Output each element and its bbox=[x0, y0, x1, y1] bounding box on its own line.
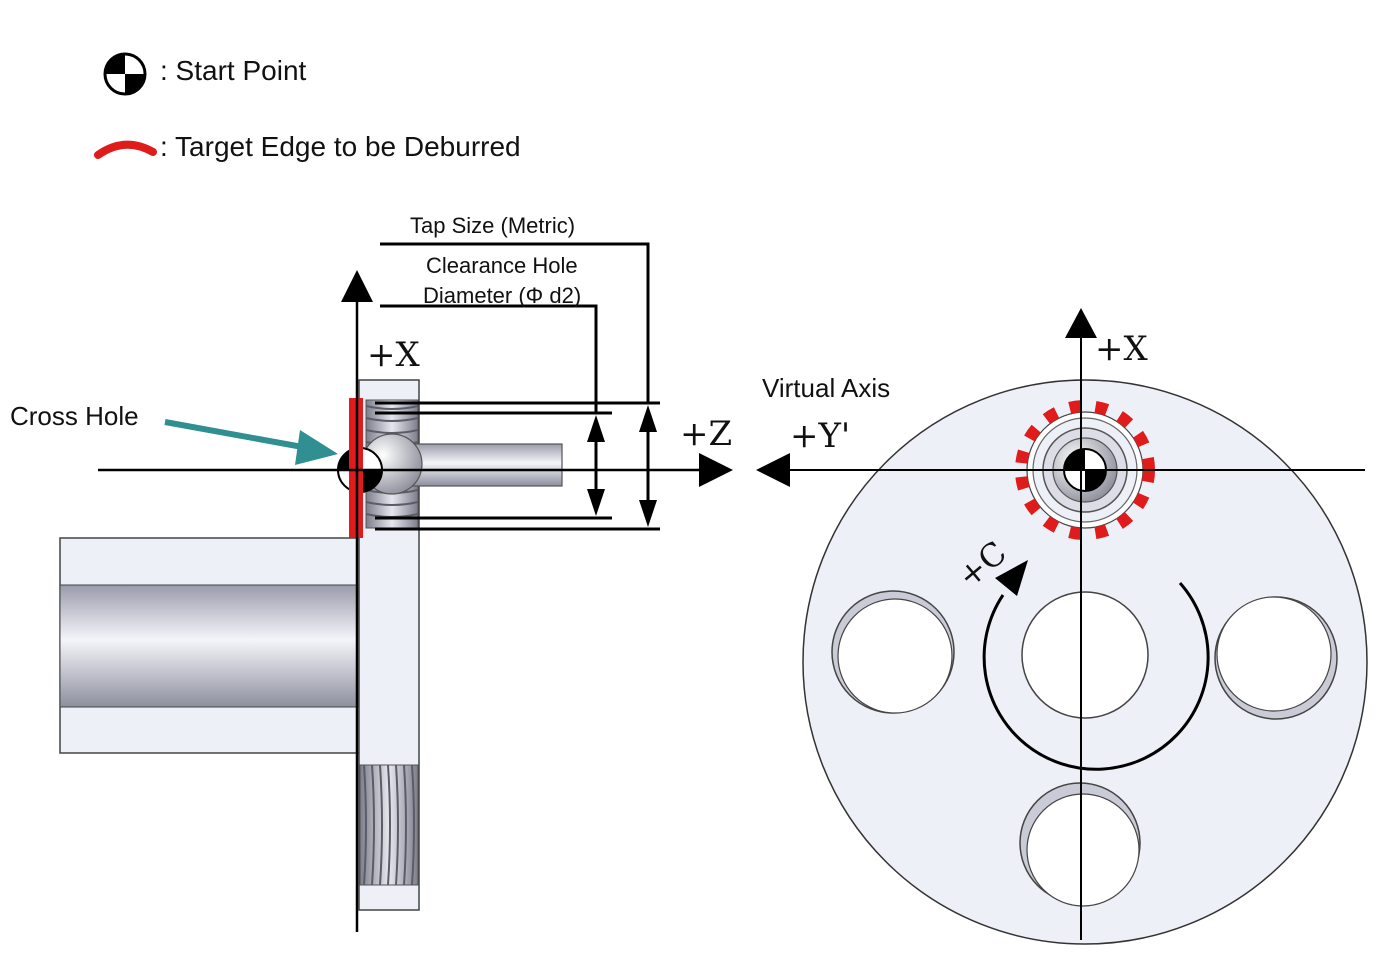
side-x-axis-arrowhead bbox=[341, 270, 373, 302]
left-hole bbox=[831, 590, 955, 714]
right-hole bbox=[1214, 596, 1338, 720]
shaft-cylinder bbox=[59, 584, 361, 708]
clearance-arrow-bottom bbox=[587, 489, 605, 516]
c-rotation-arrowhead bbox=[995, 560, 1028, 596]
legend-start-point-label: : Start Point bbox=[160, 55, 307, 86]
start-point-icon bbox=[103, 52, 147, 96]
front-x-axis-label: +X bbox=[1095, 329, 1148, 369]
legend-target-edge-label: : Target Edge to be Deburred bbox=[160, 131, 521, 162]
virtual-axis-label: Virtual Axis bbox=[762, 373, 890, 403]
clearance-label-line1: Clearance Hole bbox=[426, 253, 578, 278]
cross-hole-arrow-line bbox=[164, 419, 309, 451]
target-edge-icon bbox=[94, 140, 157, 159]
c-rotation-arc bbox=[982, 582, 1210, 771]
tap-size-arrow-bottom bbox=[639, 500, 657, 527]
virtual-y-axis-label: +Y' bbox=[790, 416, 850, 456]
tap-size-label: Tap Size (Metric) bbox=[410, 213, 575, 238]
side-z-axis-label: +Z bbox=[680, 414, 732, 454]
cross-hole-arrowhead bbox=[295, 430, 338, 465]
clearance-label-line2: Diameter (Φ d2) bbox=[423, 283, 581, 308]
cross-hole-label: Cross Hole bbox=[10, 401, 139, 431]
clearance-arrow-top bbox=[587, 415, 605, 442]
side-view: +X +Z Cross Hole Tap Size (Metric) Clear… bbox=[10, 213, 733, 932]
side-x-axis-label: +X bbox=[367, 335, 420, 375]
side-z-axis-arrowhead bbox=[699, 453, 733, 487]
tool-shank bbox=[399, 443, 563, 487]
center-hole bbox=[1021, 591, 1149, 719]
tap-size-dimension bbox=[375, 242, 660, 531]
tap-size-arrow-top bbox=[639, 405, 657, 432]
lower-thread bbox=[359, 764, 419, 886]
front-x-axis-arrowhead bbox=[1065, 308, 1097, 338]
virtual-y-axis-arrowhead bbox=[756, 453, 790, 487]
legend: : Start Point : Target Edge to be Deburr… bbox=[94, 52, 521, 162]
front-view: +C +X +Y' Virtual Axis bbox=[756, 308, 1368, 945]
clearance-dimension bbox=[375, 304, 612, 520]
